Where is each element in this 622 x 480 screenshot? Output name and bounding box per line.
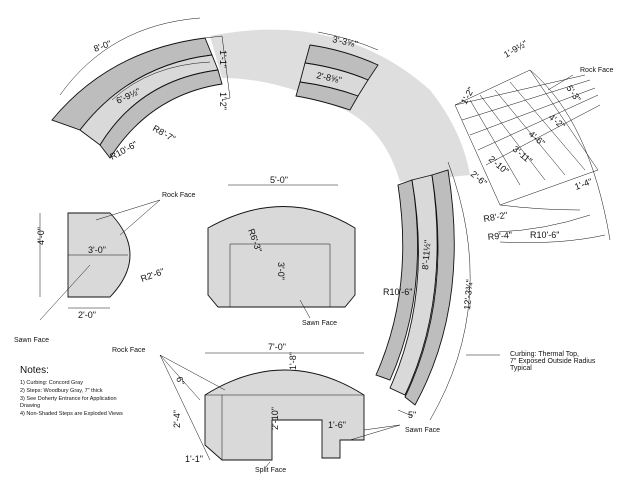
bottom-piece-foot: 1'-1" xyxy=(185,454,203,464)
bottom-piece-top-height: 1'-8" xyxy=(288,352,298,370)
right-fan-rock-label: Rock Face xyxy=(580,67,614,74)
bottom-piece-step: 1'-6" xyxy=(328,420,346,430)
curb-top-left-inner-radius: R8'-7" xyxy=(151,123,177,144)
bottom-step-piece: Rock Face 7'-0" 6" 1'-8" 2'-4" 2'-10" 1'… xyxy=(112,342,440,474)
right-fan-dim-3: 4'-2" xyxy=(547,112,567,131)
right-fan-dim-6: 2'-10" xyxy=(487,154,511,176)
right-fan-dim-4: 4'-6" xyxy=(527,129,547,148)
middle-piece-width: 5'-0" xyxy=(270,175,288,185)
right-curb: R10'-6" 8'-11½" 12'-3¾" 5" Curbing: Ther… xyxy=(375,161,596,421)
curb-top-left-end-width-2: 1'-2" xyxy=(218,92,228,110)
right-fan-dim-2: 5'-3" xyxy=(564,83,582,103)
right-fan-dim-0: 1'-9½" xyxy=(502,38,529,59)
right-fan-radius-1: R8'-2" xyxy=(483,210,509,224)
curb-top-left-outer-length: 8'-0" xyxy=(92,38,112,54)
bottom-piece-sawn-label: Sawn Face xyxy=(405,427,440,434)
left-step-piece: Rock Face 4'-0" 3'-0" 2'-0" R2'-6" Sawn … xyxy=(14,192,196,344)
right-curb-label-1: Curbing: Thermal Top, xyxy=(510,351,579,358)
curb-top-left: 8'-0" 6'-9½" R8'-7" R10'-6" 1'-1" 1'-2" xyxy=(51,17,231,162)
left-piece-bottom: 2'-0" xyxy=(78,310,96,320)
right-curb-radius: R10'-6" xyxy=(383,287,412,297)
left-piece-radius: R2'-6" xyxy=(139,266,165,284)
middle-piece-sawn-label: Sawn Face xyxy=(302,320,337,327)
bottom-piece-split-label: Split Face xyxy=(255,467,286,474)
bottom-piece-rock-label: Rock Face xyxy=(112,347,146,354)
right-fan-radius-2: R9'-4" xyxy=(487,230,512,242)
right-step-fan: Rock Face 1'-9½" 1'-2" 5'-3" 4'-2" 4'-6"… xyxy=(454,38,614,243)
notes-item-1: 1) Curbing: Concord Gray xyxy=(20,380,83,386)
curb-top-left-end-width-1: 1'-1" xyxy=(218,50,228,68)
bottom-piece-width: 7'-0" xyxy=(268,342,286,352)
right-curb-outer-length: 12'-3¾" xyxy=(462,279,475,310)
right-fan-radius-3: R10'-6" xyxy=(530,230,559,240)
notes-item-2: 2) Steps: Woodbury Gray, 7" thick xyxy=(20,388,103,394)
right-curb-label-3: Typical xyxy=(510,365,532,372)
notes-block: Notes: 1) Curbing: Concord Gray 2) Steps… xyxy=(20,365,123,417)
middle-piece-height: 3'-0" xyxy=(276,262,286,280)
notes-item-3b: Drawing xyxy=(20,403,40,409)
right-curb-width: 5" xyxy=(408,410,416,420)
left-piece-height: 4'-0" xyxy=(36,227,46,245)
middle-step-piece: 5'-0" R6'-3" 3'-0" Sawn Face xyxy=(207,175,356,327)
bottom-piece-left-height: 2'-4" xyxy=(172,410,182,428)
right-curb-inner-length: 8'-11½" xyxy=(420,240,433,271)
bottom-piece-mid-height: 2'-10" xyxy=(270,407,280,430)
left-piece-width: 3'-0" xyxy=(88,245,106,255)
right-fan-dim-7: 2'-6" xyxy=(469,169,489,188)
left-piece-rock-label: Rock Face xyxy=(162,192,196,199)
right-fan-dim-8: 1'-4" xyxy=(573,176,593,192)
notes-title: Notes: xyxy=(20,365,49,376)
right-fan-dim-1: 1'-2" xyxy=(459,85,476,106)
right-fan-dim-5: 3'-11" xyxy=(511,144,534,166)
right-curb-label-2: 7" Exposed Outside Radius xyxy=(510,358,596,365)
notes-item-4: 4) Non-Shaded Steps are Exploded Views xyxy=(20,411,123,417)
notes-item-3: 3) See Doherty Entrance for Application xyxy=(20,396,117,402)
bottom-piece-rise: 6" xyxy=(174,375,186,386)
left-piece-sawn-label: Sawn Face xyxy=(14,337,49,344)
